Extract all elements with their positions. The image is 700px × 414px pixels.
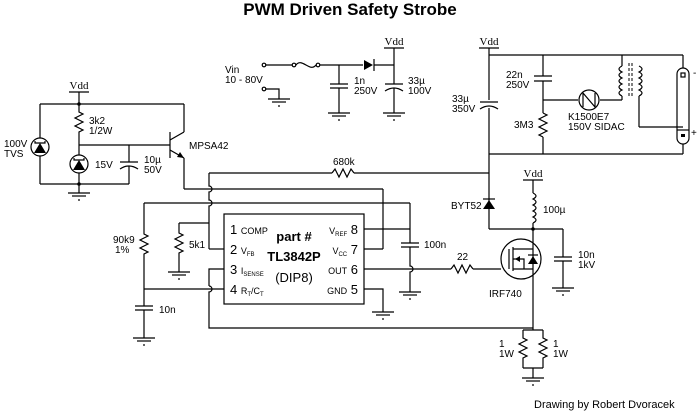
- svg-text:3k2: 3k2: [89, 116, 106, 127]
- svg-text:100n: 100n: [424, 240, 446, 251]
- svg-text:100µ: 100µ: [543, 205, 566, 216]
- svg-text:33µ: 33µ: [452, 94, 469, 105]
- svg-text:IRF740: IRF740: [489, 289, 522, 300]
- svg-text:1n: 1n: [354, 76, 365, 87]
- svg-text:GND 5: GND 5: [327, 282, 358, 297]
- svg-text:10µ: 10µ: [144, 155, 161, 166]
- resistor-icon: [138, 203, 150, 289]
- mosfet-icon: [500, 238, 542, 280]
- output-stage: Vdd 100µ 10n 1kV IRF740 1: [489, 168, 596, 386]
- svg-text:1W: 1W: [553, 349, 569, 360]
- svg-text:BYT52: BYT52: [451, 201, 482, 212]
- page-title: PWM Driven Safety Strobe: [243, 0, 457, 19]
- svg-text:1: 1: [499, 339, 505, 350]
- svg-text:MPSA42: MPSA42: [189, 141, 229, 152]
- svg-text:Vdd: Vdd: [524, 168, 543, 180]
- svg-text:250V: 250V: [354, 86, 378, 97]
- svg-text:350V: 350V: [452, 104, 476, 115]
- svg-text:Vdd: Vdd: [480, 36, 499, 48]
- resistor-icon: [73, 104, 85, 145]
- resistor-icon: [517, 330, 529, 368]
- resistor-icon: [331, 167, 355, 179]
- svg-text:(DIP8): (DIP8): [275, 270, 313, 285]
- svg-text:Vdd: Vdd: [70, 80, 89, 92]
- svg-text:1W: 1W: [499, 349, 515, 360]
- svg-text:100V: 100V: [4, 139, 28, 150]
- controller-section: 1 COMP 2 VFB 3 ISENSE 4 RT/CT GND 5 OUT …: [113, 173, 533, 346]
- vin-label: Vin: [225, 65, 239, 76]
- vin-range: 10 - 80V: [225, 75, 263, 86]
- svg-text:-: -: [693, 68, 696, 79]
- svg-text:1: 1: [553, 339, 559, 350]
- credit-text: Drawing by Robert Dvoracek: [534, 399, 675, 411]
- svg-text:1%: 1%: [115, 245, 130, 256]
- svg-text:+: +: [691, 128, 697, 139]
- flash-section: Vdd 33µ 350V 22n 250V 3M3 K1500E7 150V S…: [209, 36, 697, 230]
- svg-text:2 VFB: 2 VFB: [230, 242, 255, 258]
- regulator-section: Vdd 100V TVS 3k2 1/2W 15V 10µ 50V: [4, 80, 229, 201]
- gnd-terminal: [261, 86, 267, 92]
- input-section: Vin 10 - 80V 1n 250V Vdd 33µ 100V: [225, 36, 432, 121]
- diode-icon: [483, 200, 495, 209]
- svg-text:1kV: 1kV: [578, 260, 596, 271]
- svg-text:VREF 8: VREF 8: [329, 222, 358, 239]
- svg-text:15V: 15V: [95, 160, 113, 171]
- svg-text:22: 22: [457, 252, 469, 263]
- svg-text:10n: 10n: [159, 305, 176, 316]
- flash-tube-icon: [676, 67, 690, 145]
- svg-text:4 RT/CT: 4 RT/CT: [230, 282, 264, 298]
- ground-icon: [267, 98, 291, 107]
- svg-text:3M3: 3M3: [514, 120, 534, 131]
- svg-text:150V SIDAC: 150V SIDAC: [568, 122, 625, 133]
- sidac-icon: [578, 89, 600, 111]
- svg-text:part #: part #: [276, 229, 312, 244]
- svg-text:33µ: 33µ: [408, 76, 425, 87]
- resistor-icon: [173, 223, 185, 272]
- fuse-icon: [295, 62, 317, 68]
- svg-text:3 ISENSE: 3 ISENSE: [230, 262, 264, 278]
- svg-text:K1500E7: K1500E7: [568, 112, 610, 123]
- svg-text:22n: 22n: [506, 70, 523, 81]
- svg-text:TL3842P: TL3842P: [267, 249, 321, 264]
- ic-tl3842p: [223, 213, 365, 305]
- svg-text:VCC 7: VCC 7: [332, 242, 358, 259]
- svg-text:10n: 10n: [578, 250, 595, 261]
- svg-text:250V: 250V: [506, 80, 530, 91]
- diode-icon: [364, 60, 373, 70]
- inductor-icon: [531, 192, 537, 224]
- svg-text:680k: 680k: [333, 157, 356, 168]
- svg-text:1/2W: 1/2W: [89, 126, 113, 137]
- resistor-icon: [450, 263, 474, 275]
- trigger-transformer-icon: [618, 65, 624, 97]
- svg-text:1 COMP: 1 COMP: [230, 222, 268, 237]
- svg-text:50V: 50V: [144, 165, 162, 176]
- vin-terminal: [261, 62, 267, 68]
- svg-text:TVS: TVS: [4, 149, 24, 160]
- fuse-terminal: [291, 62, 297, 68]
- svg-text:OUT 6: OUT 6: [328, 262, 358, 277]
- resistor-icon: [537, 330, 549, 368]
- resistor-icon: [537, 112, 549, 138]
- svg-text:5k1: 5k1: [189, 240, 206, 251]
- svg-text:100V: 100V: [408, 86, 432, 97]
- vdd-label: Vdd: [385, 36, 404, 48]
- svg-text:90k9: 90k9: [113, 235, 135, 246]
